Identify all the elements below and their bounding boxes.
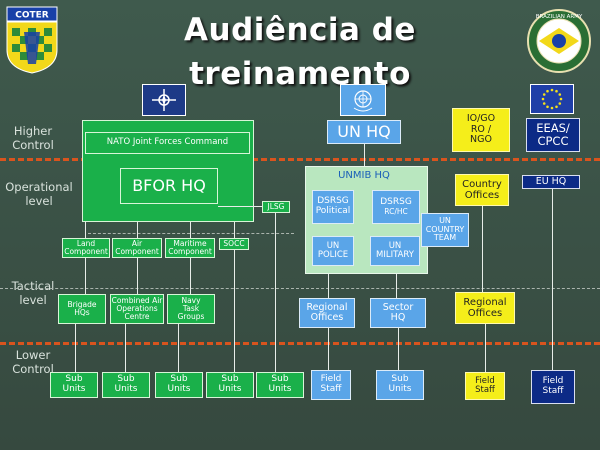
brazilian-army-logo: BRAZILIAN ARMY [524,8,594,74]
connector-navy-sub [178,324,179,372]
brazilian-army-logo-text: BRAZILIAN ARMY [536,14,583,20]
divider-tactical-lower [0,342,600,345]
bfor-hq: BFOR HQ [120,168,218,204]
connector-air [137,222,138,238]
connector-unmib-regional [328,274,329,298]
un-hq: UN HQ [327,120,401,144]
connector-bfor-jlsg [218,206,262,207]
connector-maritime-navy [190,258,191,294]
connector-land [85,222,86,238]
eu-hq: EU HQ [522,175,580,189]
coter-logo-text: COTER [15,11,49,21]
connector-air-caoc [137,258,138,294]
jlsg: JLSG [262,201,290,213]
un-flag-icon [340,84,386,116]
connector-socc [234,222,235,238]
divider-operational-tactical [0,288,600,289]
connector-maritime [190,222,191,238]
connector-euhq-field [552,189,553,370]
nato-flag-icon [142,84,186,116]
coter-logo: COTER [6,6,58,74]
eeas-cpcc: EEAS/CPCC [526,118,580,152]
eu-flag-icon [530,84,574,114]
connector-country-regional [482,206,483,292]
socc: SOCC [219,238,249,250]
divider-higher-operational [0,158,600,161]
connector-land-brigade [85,258,86,294]
connector-socc-down [234,250,235,372]
connector-regional-field [328,328,329,370]
connector-unhq-unmib [364,144,365,166]
nato-joint-forces-command: NATO Joint Forces Command [85,132,250,154]
unmib-hq: UNMIB HQ [338,169,390,181]
slide-title: Audiência de treinamento [184,12,416,92]
connector-jlsg-down [275,213,276,373]
connector-regional-fieldstaff [485,324,486,372]
connector-sector-sub [398,328,399,370]
divider-operational-tactical-nato [88,233,294,234]
connector-brigade-sub [75,324,76,372]
connector-caoc-sub [125,324,126,372]
connector-unmib-sector [396,274,397,298]
